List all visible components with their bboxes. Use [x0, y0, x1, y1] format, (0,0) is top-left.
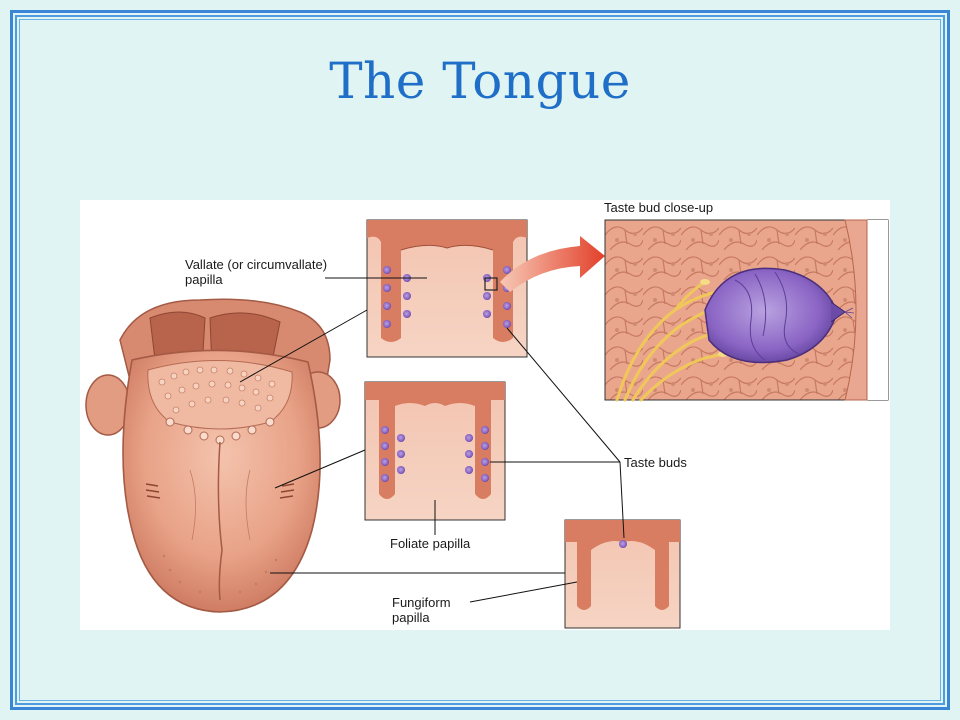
tongue-illustration — [85, 298, 341, 613]
fungiform-papilla-section — [564, 519, 681, 629]
label-foliate-papilla: Foliate papilla — [390, 536, 471, 551]
tongue-figure: Vallate (or circumvallate) papilla Taste… — [80, 200, 890, 630]
vallate-papilla-section — [366, 219, 528, 358]
zoom-arrow-icon — [500, 236, 605, 292]
label-taste-buds: Taste buds — [624, 455, 687, 470]
label-vallate-papilla: Vallate (or circumvallate) papilla — [185, 257, 328, 287]
slide-border — [10, 10, 950, 710]
foliate-papilla-section — [364, 381, 506, 521]
leader-lines — [239, 277, 625, 603]
page-title: The Tongue — [329, 52, 631, 110]
taste-bud-closeup — [604, 219, 889, 402]
label-taste-bud-closeup: Taste bud close-up — [604, 200, 714, 215]
tongue-diagram — [85, 219, 889, 629]
label-fungiform-papilla: Fungiform papilla — [392, 595, 451, 625]
